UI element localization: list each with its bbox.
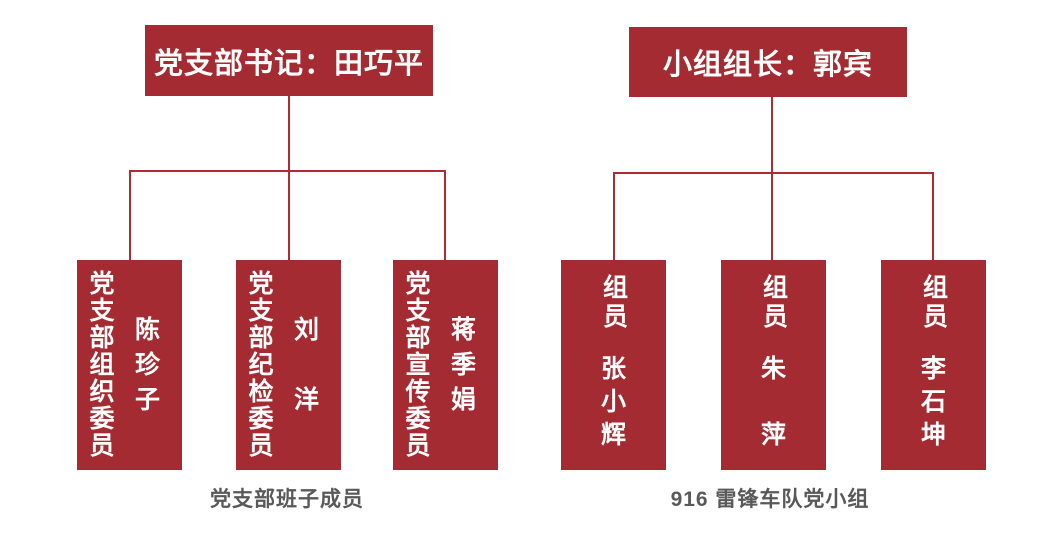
right-member-box-1: 组员 张小辉 <box>561 260 666 470</box>
right-member-box-3: 组员 李石坤 <box>881 260 986 470</box>
left-root-vertical-connector <box>288 96 290 260</box>
member-role: 组员 <box>759 274 788 332</box>
member-name: 李石坤 <box>920 355 946 449</box>
member-name: 刘洋 <box>293 316 319 414</box>
member-name: 蒋季娟 <box>450 316 476 414</box>
member-name: 张小辉 <box>600 355 626 449</box>
member-role: 党支部纪检委员 <box>245 270 273 459</box>
right-stub-connector-1 <box>613 172 615 260</box>
left-stub-connector-3 <box>444 170 446 260</box>
member-role: 组员 <box>919 274 948 332</box>
right-root-vertical-connector <box>771 97 773 260</box>
member-name: 陈珍子 <box>134 316 160 414</box>
member-role: 党支部宣传委员 <box>402 270 430 459</box>
left-member-box-2: 党支部纪检委员 刘洋 <box>236 260 341 470</box>
left-member-box-1: 党支部组织委员 陈珍子 <box>77 260 182 470</box>
right-member-box-2: 组员 朱萍 <box>721 260 826 470</box>
left-chart-caption: 党支部班子成员 <box>210 488 364 511</box>
left-root-box: 党支部书记：田巧平 <box>145 25 433 96</box>
right-stub-connector-3 <box>932 172 934 260</box>
member-role: 组员 <box>599 274 628 332</box>
right-chart-caption: 916 雷锋车队党小组 <box>670 488 870 511</box>
right-root-box: 小组组长：郭宾 <box>629 27 907 97</box>
left-member-box-3: 党支部宣传委员 蒋季娟 <box>393 260 498 470</box>
left-stub-connector-1 <box>129 170 131 260</box>
left-horizontal-connector <box>129 170 446 172</box>
right-horizontal-connector <box>613 172 934 174</box>
member-role: 党支部组织委员 <box>86 270 114 459</box>
member-name: 朱萍 <box>760 355 786 449</box>
